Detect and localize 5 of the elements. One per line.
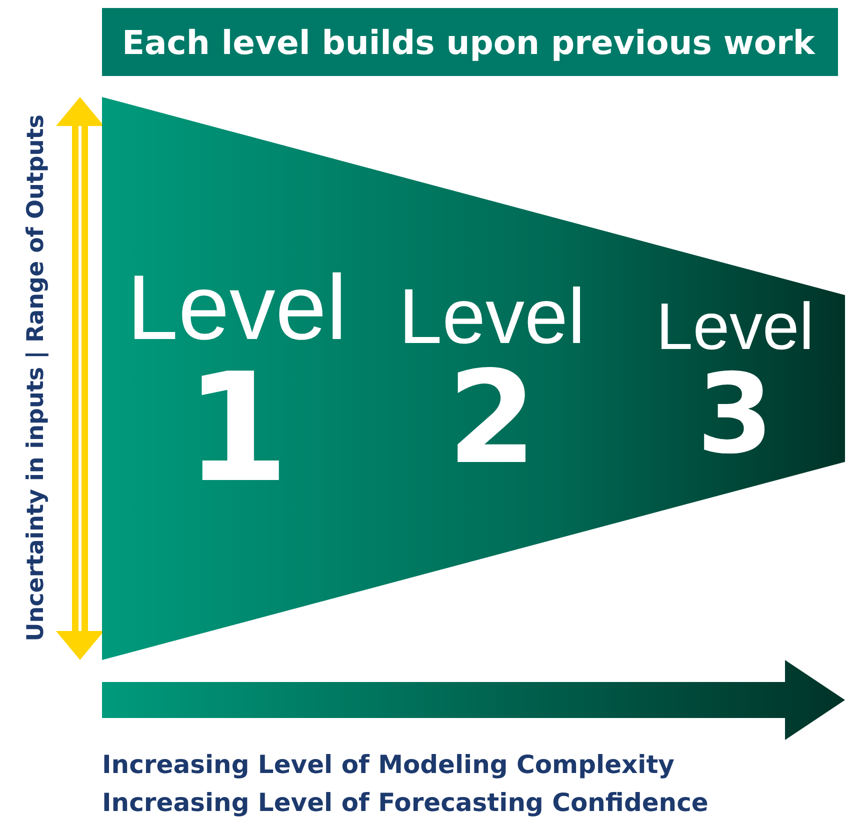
funnel-shape xyxy=(102,97,845,660)
caption-text: Increasing Level of Modeling Complexity xyxy=(102,750,674,779)
axis-label: Uncertainty in inputs | Range of Outputs xyxy=(23,114,49,642)
title-banner: Each level builds upon previous work xyxy=(102,8,838,76)
caption-text: Increasing Level of Forecasting Confidence xyxy=(102,788,708,817)
